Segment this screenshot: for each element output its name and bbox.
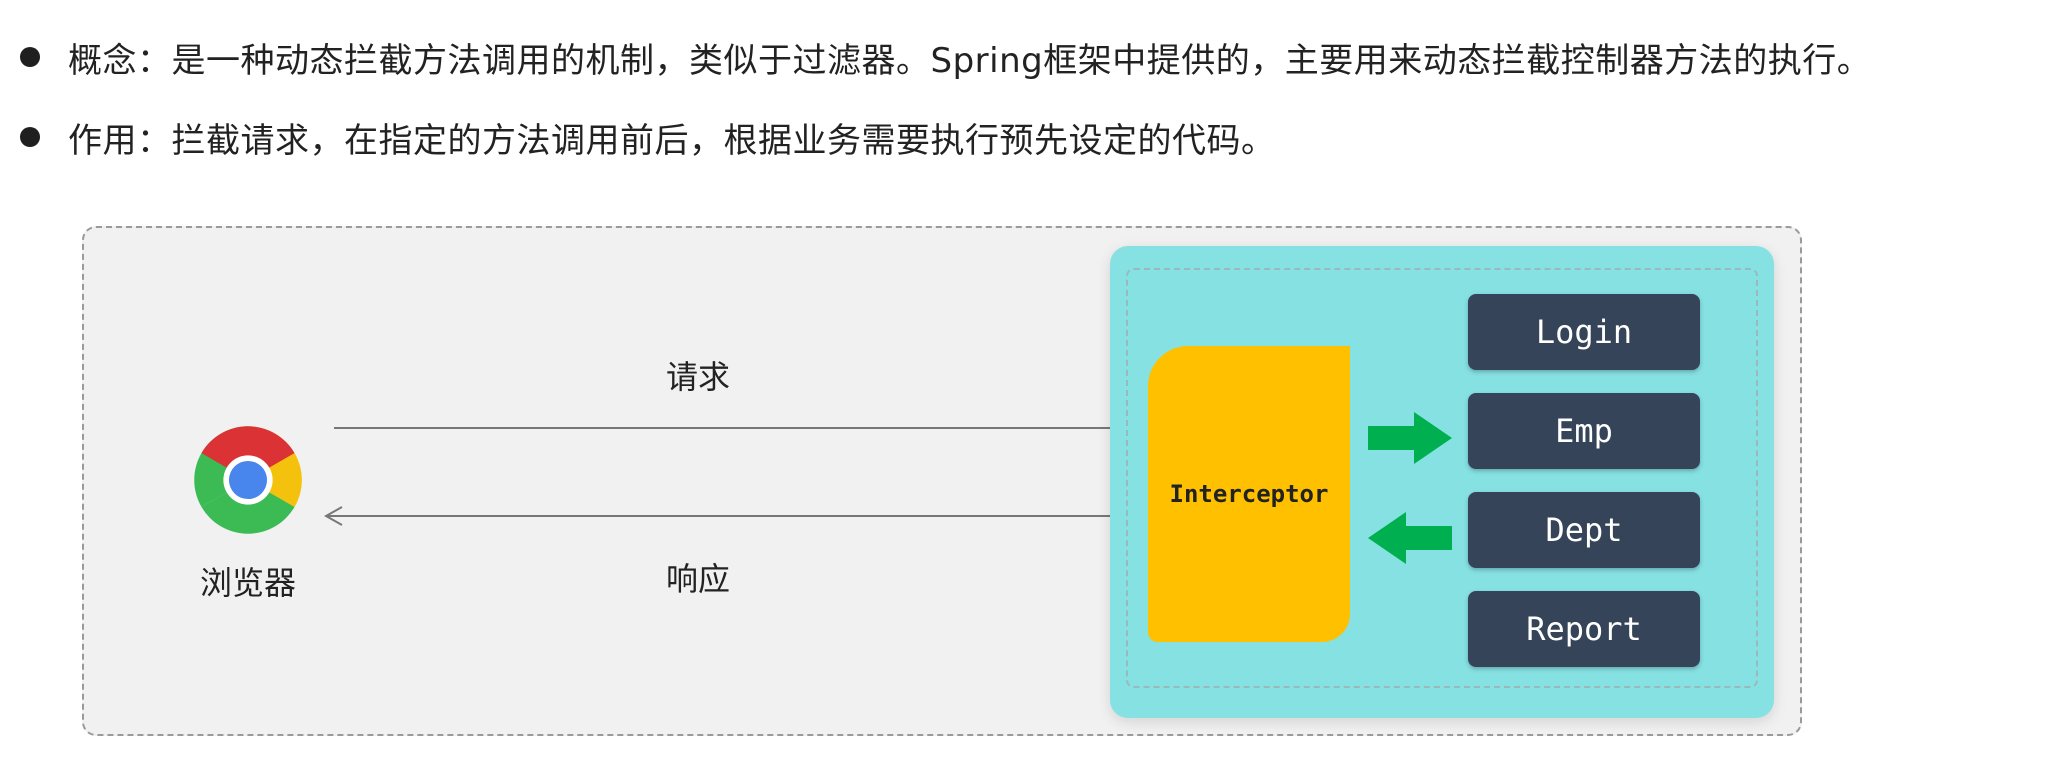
bullet-list: 概念：是一种动态拦截方法调用的机制，类似于过滤器。Spring框架中提供的，主要…: [20, 28, 2050, 188]
controller-emp: Emp: [1468, 393, 1700, 469]
request-label: 请求: [666, 358, 731, 396]
request-arrow: [334, 418, 1171, 438]
bullet-concept-text: 概念：是一种动态拦截方法调用的机制，类似于过滤器。Spring框架中提供的，主要…: [68, 40, 1872, 81]
controller-login: Login: [1468, 294, 1700, 370]
controller-dept: Dept: [1468, 492, 1700, 568]
chrome-icon: [194, 426, 302, 534]
diagram-frame: 浏览器 请求 响应 Interceptor Login Emp Dept Rep…: [82, 226, 1802, 736]
bullet-purpose-text: 作用：拦截请求，在指定的方法调用前后，根据业务需要执行预先设定的代码。: [68, 120, 1276, 161]
backward-arrow-icon: [1368, 512, 1452, 564]
bullet-concept: 概念：是一种动态拦截方法调用的机制，类似于过滤器。Spring框架中提供的，主要…: [20, 28, 2050, 86]
response-label: 响应: [666, 560, 731, 598]
forward-arrow-icon: [1368, 412, 1452, 464]
interceptor-box: Interceptor: [1148, 346, 1350, 642]
browser: 浏览器: [192, 424, 304, 604]
bullet-purpose: 作用：拦截请求，在指定的方法调用前后，根据业务需要执行预先设定的代码。: [20, 108, 2050, 166]
response-arrow: [324, 506, 1170, 526]
controller-report: Report: [1468, 591, 1700, 667]
bullet-dot-icon: [20, 47, 40, 67]
browser-label: 浏览器: [199, 564, 296, 602]
bullet-dot-icon: [20, 127, 40, 147]
server-inner-border: [1126, 268, 1758, 688]
interceptor-label: Interceptor: [1169, 480, 1329, 508]
